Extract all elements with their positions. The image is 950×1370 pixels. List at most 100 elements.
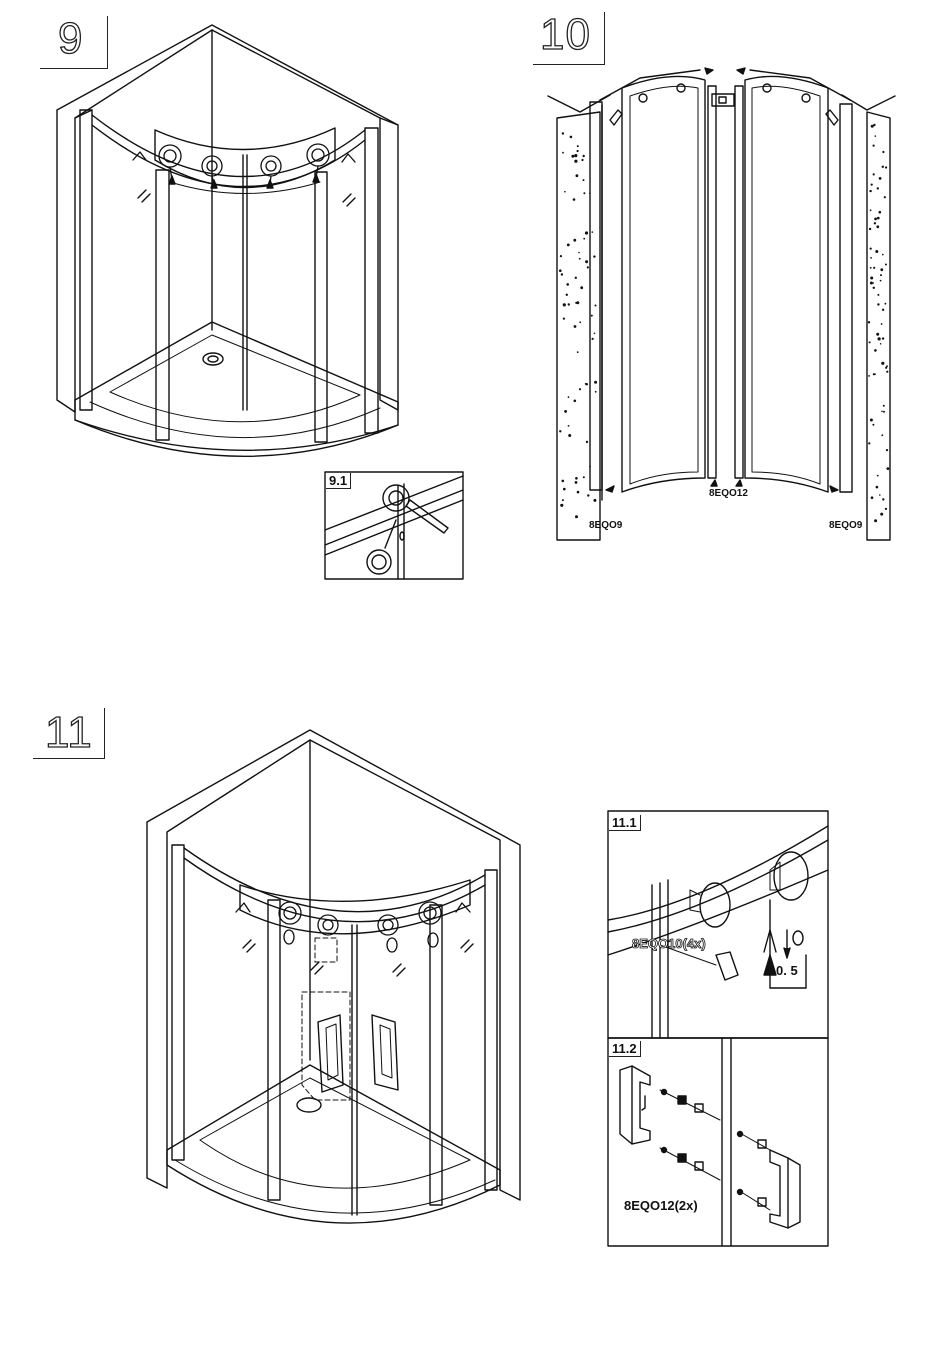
wall-speckle bbox=[884, 196, 886, 198]
wall-speckle bbox=[559, 269, 562, 272]
wall-speckle bbox=[577, 351, 579, 353]
wall-speckle bbox=[583, 179, 585, 181]
wall-speckle bbox=[562, 152, 564, 154]
step9-number: 9 bbox=[58, 14, 83, 64]
step11-inset1-detail bbox=[608, 811, 828, 1038]
wall-speckle bbox=[868, 442, 870, 444]
wall-speckle bbox=[882, 337, 884, 339]
step11-inset2-label: 11.2 bbox=[609, 1041, 641, 1057]
wall-speckle bbox=[583, 155, 585, 157]
wall-speckle bbox=[562, 132, 564, 134]
wall-speckle bbox=[882, 498, 884, 500]
wall-speckle bbox=[560, 255, 562, 257]
wall-speckle bbox=[579, 388, 581, 390]
wall-speckle bbox=[593, 255, 595, 257]
wall-speckle bbox=[885, 166, 887, 168]
wall-speckle bbox=[881, 323, 883, 325]
wall-speckle bbox=[879, 211, 882, 214]
wall-speckle bbox=[885, 508, 887, 510]
wall-speckle bbox=[562, 499, 564, 501]
wall-speckle bbox=[876, 225, 879, 228]
wall-speckle bbox=[873, 373, 875, 375]
wall-speckle bbox=[881, 362, 884, 365]
part-label-center: 8EQO12 bbox=[709, 488, 748, 499]
wall-speckle bbox=[877, 217, 880, 220]
wall-speckle bbox=[868, 375, 870, 377]
wall-speckle bbox=[875, 135, 877, 137]
wall-speckle bbox=[881, 434, 883, 436]
wall-speckle bbox=[879, 177, 882, 180]
wall-speckle bbox=[583, 238, 585, 240]
wall-speckle bbox=[879, 494, 881, 496]
wall-speckle bbox=[563, 488, 566, 491]
wall-speckle bbox=[577, 150, 579, 152]
wall-speckle bbox=[589, 466, 591, 468]
wall-speckle bbox=[869, 228, 871, 230]
wall-speckle bbox=[574, 160, 577, 163]
wall-speckle bbox=[871, 184, 873, 186]
part-label-left: 8EQO9 bbox=[589, 520, 622, 531]
wall-speckle bbox=[880, 274, 882, 276]
wall-speckle bbox=[578, 252, 580, 254]
wall-speckle bbox=[583, 192, 585, 194]
wall-speckle bbox=[583, 476, 585, 478]
wall-speckle bbox=[580, 286, 583, 289]
wall-speckle bbox=[585, 260, 588, 263]
wall-speckle bbox=[586, 441, 588, 443]
wall-speckle bbox=[873, 173, 875, 175]
wall-speckle bbox=[574, 400, 577, 403]
wall-speckle bbox=[877, 303, 879, 305]
wall-speckle bbox=[561, 273, 563, 275]
wall-speckle bbox=[594, 381, 597, 384]
wall-speckle bbox=[575, 302, 577, 304]
wall-speckle bbox=[882, 309, 884, 311]
wall-speckle bbox=[577, 145, 579, 147]
wall-speckle bbox=[581, 159, 583, 161]
wall-speckle bbox=[577, 491, 580, 494]
wall-speckle bbox=[575, 277, 577, 279]
wall-speckle bbox=[585, 231, 588, 234]
wall-speckle bbox=[883, 405, 885, 407]
wall-speckle bbox=[871, 496, 874, 499]
step9-inset-label: 9.1 bbox=[326, 473, 351, 489]
wall-speckle bbox=[574, 325, 577, 328]
wall-speckle bbox=[869, 341, 871, 343]
wall-speckle bbox=[886, 371, 888, 373]
wall-speckle bbox=[881, 411, 883, 413]
step11-number-divider bbox=[104, 708, 105, 758]
wall-speckle bbox=[570, 136, 573, 139]
wall-speckle bbox=[575, 481, 578, 484]
wall-speckle bbox=[589, 193, 591, 195]
wall-speckle bbox=[573, 198, 576, 201]
wall-speckle bbox=[873, 124, 875, 126]
wall-speckle bbox=[886, 449, 888, 451]
wall-speckle bbox=[592, 338, 594, 340]
wall-speckle bbox=[874, 349, 877, 352]
wall-speckle bbox=[566, 294, 568, 296]
step11-inset1-gap: 0. 5 bbox=[776, 963, 798, 978]
wall-speckle bbox=[564, 191, 566, 193]
wall-speckle bbox=[579, 258, 581, 260]
wall-speckle bbox=[885, 264, 887, 266]
wall-speckle bbox=[576, 174, 579, 177]
wall-speckle bbox=[869, 190, 871, 192]
wall-speckle bbox=[567, 244, 570, 247]
wall-speckle bbox=[868, 321, 870, 323]
wall-speckle bbox=[870, 267, 872, 269]
wall-speckle bbox=[571, 155, 574, 158]
wall-speckle bbox=[563, 318, 565, 320]
wall-speckle bbox=[592, 231, 594, 233]
wall-speckle bbox=[874, 519, 877, 522]
step11-inset2-detail bbox=[608, 1038, 828, 1246]
wall-speckle bbox=[587, 266, 589, 268]
wall-speckle bbox=[560, 504, 563, 507]
wall-speckle bbox=[568, 303, 570, 305]
wall-speckle bbox=[870, 257, 872, 259]
wall-speckle bbox=[568, 396, 570, 398]
step10-number-divider bbox=[604, 12, 605, 64]
wall-speckle bbox=[886, 365, 888, 367]
wall-speckle bbox=[595, 391, 597, 393]
wall-speckle bbox=[882, 166, 884, 168]
wall-speckle bbox=[873, 145, 875, 147]
